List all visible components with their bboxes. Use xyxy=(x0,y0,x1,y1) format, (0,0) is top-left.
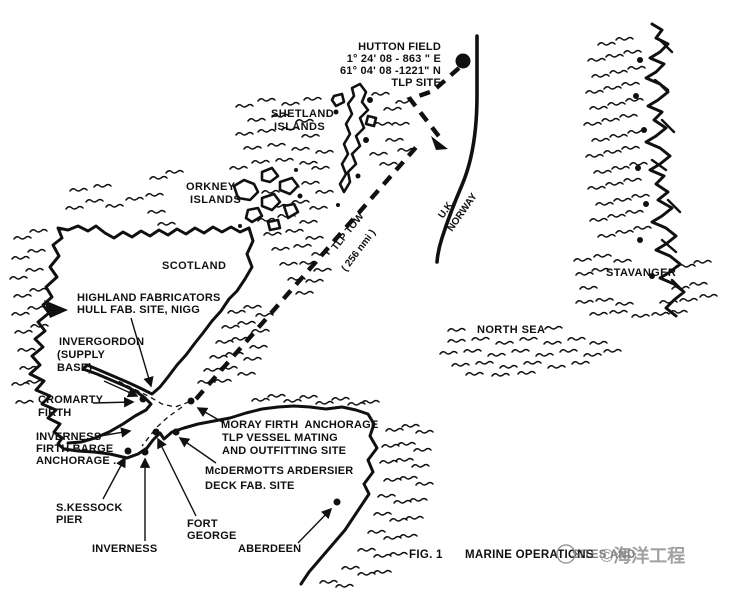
caption-fig-number: FIG. 1 xyxy=(409,549,443,561)
label-moray-2: TLP VESSEL MATING xyxy=(222,432,338,444)
figure-caption: FIG. 1 MARINE OPERATIONS SITES AND ©海洋工程 xyxy=(409,544,685,566)
label-invergordon-3: BASE) xyxy=(57,362,92,374)
label-inverness-firth-1: INVERNESS xyxy=(36,431,101,443)
leader-mcdermotts xyxy=(178,437,217,464)
site-dot-fort-george xyxy=(152,428,160,436)
tlp-site-marker xyxy=(455,53,471,69)
site-dot-nigg xyxy=(139,395,147,403)
label-moray-3: AND OUTFITTING SITE xyxy=(222,445,346,457)
label-highland-1: HIGHLAND FABRICATORS xyxy=(77,292,221,304)
leader-inverness-firth xyxy=(99,427,132,438)
leader-aberdeen xyxy=(297,507,333,544)
watermark-circle xyxy=(556,544,576,564)
label-hutton-coord-n: 61° 04' 08 -1221" N xyxy=(340,65,441,77)
leader-cromarty xyxy=(92,396,135,408)
label-invergordon-1: INVERGORDON xyxy=(59,336,144,348)
label-orkney-1: ORKNEY xyxy=(186,181,236,193)
label-aberdeen: ABERDEEN xyxy=(238,543,301,555)
caption-title: MARINE OPERATIONS xyxy=(465,549,594,561)
label-hutton-coord-e: 1° 24' 08 - 863 " E xyxy=(347,53,441,65)
label-inverness-firth-3: ANCHORAGE . xyxy=(36,455,116,467)
leader-fort-george xyxy=(157,437,197,517)
tow-route-zigzag xyxy=(406,66,461,141)
site-dot-inverness xyxy=(141,448,149,456)
site-dot-aberdeen xyxy=(333,498,341,506)
label-fort-george-2: GEORGE xyxy=(187,530,237,542)
label-cromarty-1: CROMARTY xyxy=(38,394,104,406)
label-shetland-1: SHETLAND xyxy=(271,108,334,120)
leader-moray xyxy=(196,407,225,424)
label-hutton-field: HUTTON FIELD xyxy=(358,41,441,53)
label-stavanger: STAVANGER xyxy=(606,267,676,279)
label-moray-1: MORAY FIRTH ANCHORAGE xyxy=(221,419,378,431)
site-dot-moray-anchorage xyxy=(187,397,195,405)
hutton-field-block: HUTTON FIELD 1° 24' 08 - 863 " E 61° 04'… xyxy=(340,41,441,89)
label-inverness-firth-2: FIRTH BARGE xyxy=(36,443,113,455)
label-mcdermotts-1: McDERMOTTS ARDERSIER xyxy=(205,465,353,477)
west-coast-sea-loch xyxy=(44,300,68,318)
label-inverness-city: INVERNESS xyxy=(92,543,157,555)
scotland-south-shore-aberdeen-coastline xyxy=(62,404,379,586)
label-mcdermotts-2: DECK FAB. SITE xyxy=(205,480,295,492)
leader-highland xyxy=(130,317,154,388)
label-fort-george-1: FORT xyxy=(187,518,218,530)
leader-invergordon xyxy=(103,380,139,398)
supply-route-inverness-firth xyxy=(141,406,183,447)
label-tlp-site: TLP SITE xyxy=(391,77,441,89)
label-highland-2: HULL FAB. SITE, NIGG xyxy=(77,304,200,316)
label-skessock-2: PIER xyxy=(56,514,82,526)
label-shetland-2: ISLANDS xyxy=(274,121,325,133)
scotland-east-coast-firths-coastline xyxy=(66,226,255,445)
uk-norway-boundary-line xyxy=(435,34,479,264)
label-orkney-2: ISLANDS xyxy=(190,194,241,206)
shetland-islands-shapes xyxy=(330,82,378,207)
label-scotland: SCOTLAND xyxy=(162,260,226,272)
label-skessock-1: S.KESSOCK xyxy=(56,502,123,514)
site-dots xyxy=(124,395,341,506)
scotland-north-west-coastline xyxy=(28,224,251,451)
tow-route-arrowhead xyxy=(431,136,448,150)
label-invergordon-2: (SUPPLY xyxy=(57,349,106,361)
watermark-text: ©海洋工程 xyxy=(600,545,685,566)
norway-coastline xyxy=(633,22,686,318)
caption-faded-text: SITES AND xyxy=(572,549,636,561)
label-cromarty-2: FIRTH xyxy=(38,407,71,419)
site-labels: HIGHLAND FABRICATORS HULL FAB. SITE, NIG… xyxy=(36,292,378,555)
leader-skessock xyxy=(102,456,126,500)
orkney-islands-shapes xyxy=(232,166,303,232)
site-dot-ardersier xyxy=(172,428,180,436)
leader-lines xyxy=(92,317,333,544)
label-north-sea: NORTH SEA xyxy=(477,324,545,336)
site-dot-skessock xyxy=(124,447,132,455)
